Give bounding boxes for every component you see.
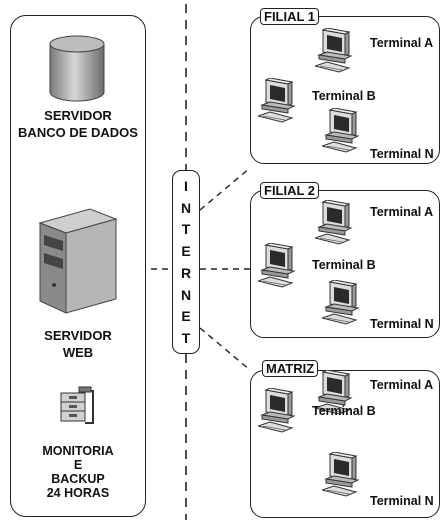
site-tag-filial-1: FILIAL 1 [260,8,320,25]
monitor-label-4: 24 HORAS [46,486,110,500]
terminal-label: Terminal B [312,404,376,418]
internet-letter: E [181,308,191,325]
terminal-label: Terminal N [370,317,434,331]
terminal-label: Terminal B [312,89,376,103]
terminal-label: Terminal N [370,147,434,161]
web-server-icon [38,208,118,314]
computer-icon [322,452,359,497]
monitor-label-1: MONITORIA [42,444,114,458]
terminal-label: Terminal N [370,494,434,508]
backup-icon [60,386,94,424]
computer-icon [322,280,359,325]
internet-letter: I [184,177,188,194]
computer-icon [322,108,359,153]
monitor-label-2: E [73,458,83,472]
terminal-label: Terminal A [370,205,434,219]
computer-icon [258,388,295,433]
internet-letter: T [181,330,191,347]
server-web-label-1: SERVIDOR [44,328,112,343]
terminal-label: Terminal A [370,36,434,50]
internet-letter: R [180,264,192,281]
database-icon [49,35,105,102]
internet-letter: N [180,286,192,303]
monitor-label-3: BACKUP [51,472,105,486]
internet-box: I N T E R N E T [172,170,200,354]
server-db-label-1: SERVIDOR [44,108,112,123]
terminal-label: Terminal A [370,378,434,392]
computer-icon [258,243,295,288]
computer-icon [258,78,295,123]
internet-letter: E [181,243,191,260]
server-db-label-2: BANCO DE DADOS [18,125,138,140]
internet-letter: T [181,221,191,238]
site-tag-filial-2: FILIAL 2 [260,182,320,199]
server-web-label-2: WEB [62,345,94,360]
computer-icon [315,28,352,73]
site-tag-matriz: MATRIZ [262,360,319,377]
internet-letter: N [180,199,192,216]
terminal-label: Terminal B [312,258,376,272]
computer-icon [315,200,352,245]
